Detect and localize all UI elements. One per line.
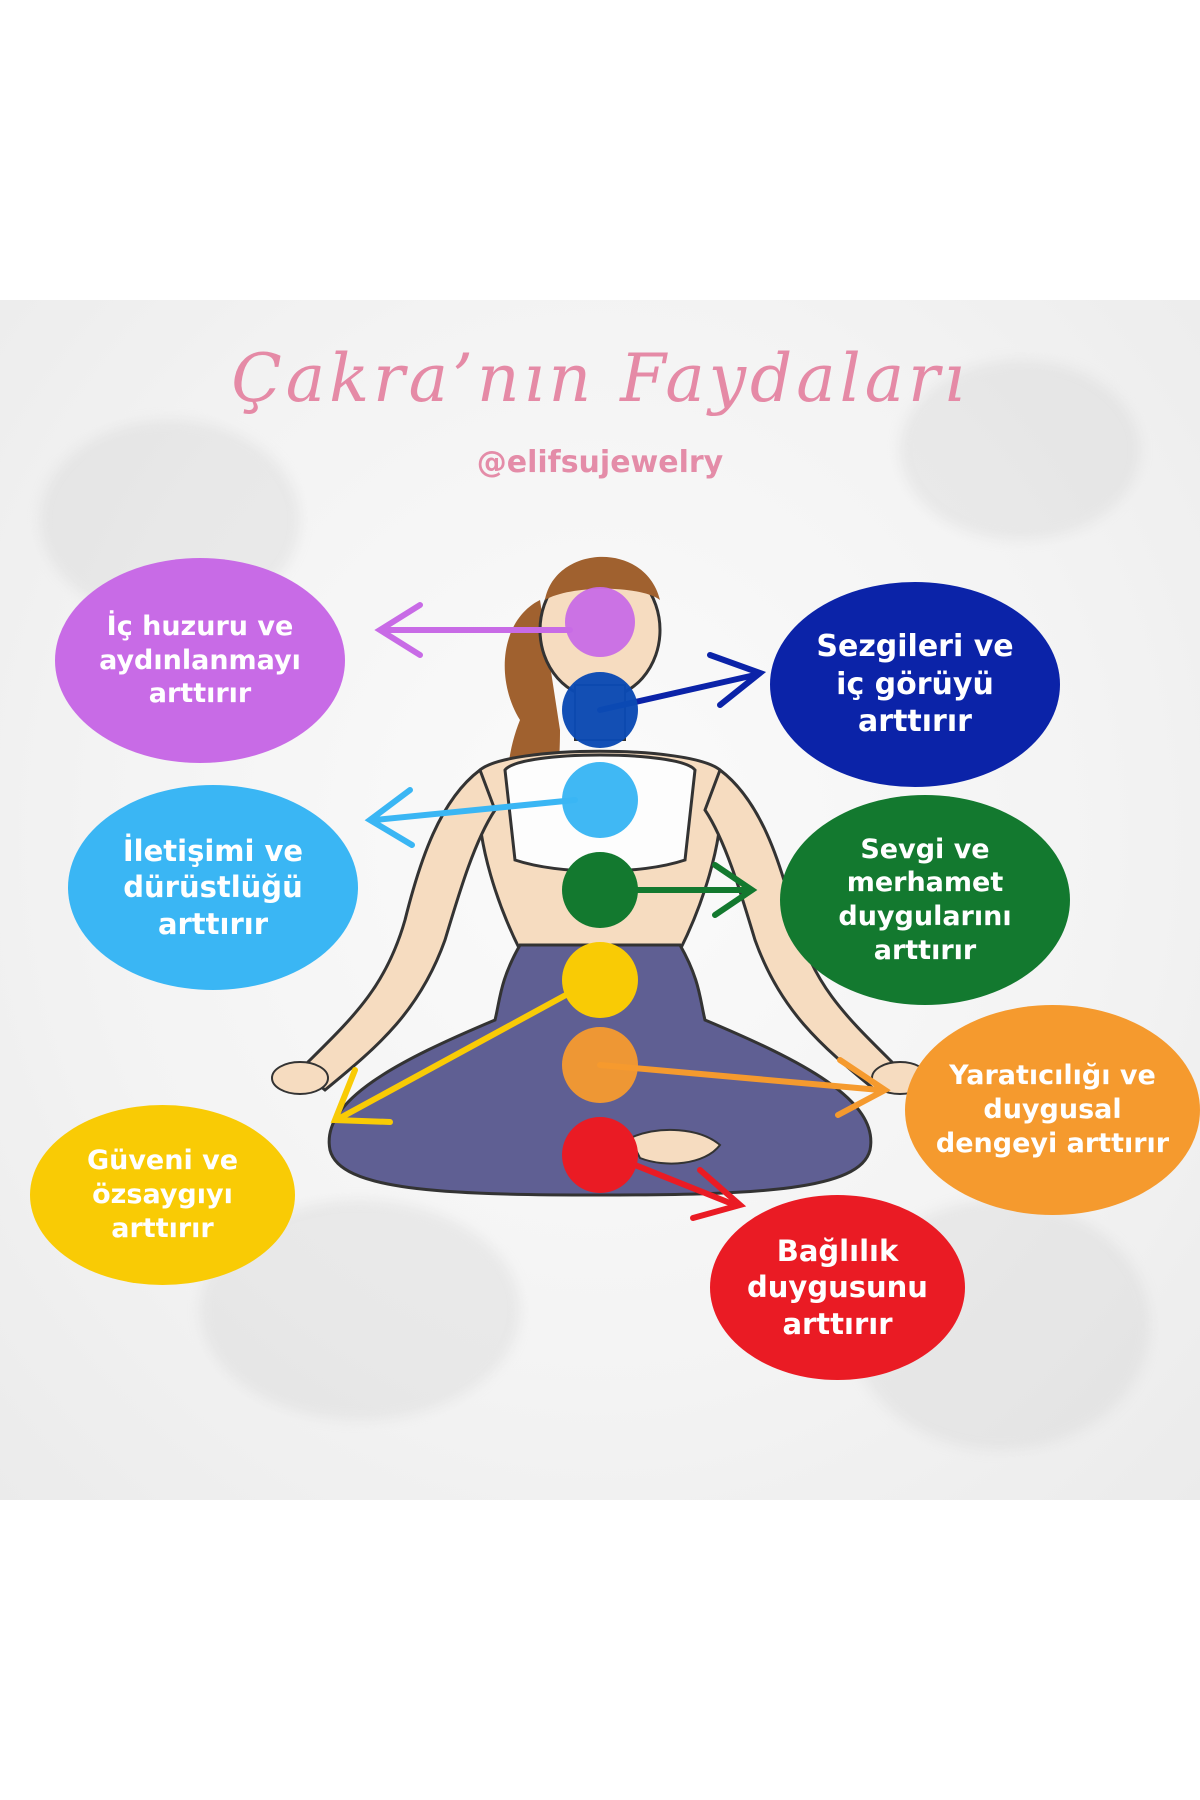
foot (628, 1128, 722, 1165)
bubble-throat-text: İletişimi ve dürüstlüğü arttırır (122, 834, 304, 941)
bubble-root-text: Bağlılık duygusunu arttırır (747, 1234, 928, 1341)
arrow-crown-head (374, 602, 423, 658)
arrow-throat (372, 797, 578, 823)
arrow-root-head (690, 1167, 747, 1221)
left-hand (271, 1061, 329, 1095)
social-handle: @elifsujewelry (476, 445, 724, 480)
chakra-throat-dot (562, 762, 638, 838)
bubble-crown: İç huzuru ve aydınlanmayı arttırır (55, 558, 345, 763)
bubble-crown-text: İç huzuru ve aydınlanmayı arttırır (99, 610, 301, 710)
arrow-throat-head (364, 787, 415, 848)
bubble-sacral: Yaratıcılığı ve duygusal dengeyi arttırı… (905, 1005, 1200, 1215)
chakra-sacral-dot (562, 1027, 638, 1103)
bubble-throat: İletişimi ve dürüstlüğü arttırır (68, 785, 358, 990)
bubble-solar-plexus: Güveni ve özsaygıyı arttırır (30, 1105, 295, 1285)
bubble-third-eye: Sezgileri ve iç görüyü arttırır (770, 582, 1060, 787)
chakra-crown-dot (565, 587, 635, 657)
meditating-figure (271, 556, 929, 1221)
chakra-root-dot (562, 1117, 638, 1193)
arrow-heart-head (712, 862, 758, 918)
infographic-card: Çakra’nın Faydaları @elifsujewelry (0, 300, 1200, 1500)
arrow-sacral (597, 1062, 883, 1093)
chakra-heart-dot (562, 852, 638, 928)
hair-top (545, 556, 660, 600)
bubble-root: Bağlılık duygusunu arttırır (710, 1195, 965, 1380)
background-texture (900, 360, 1140, 540)
chakra-solar-plexus-dot (562, 942, 638, 1018)
arrow-solar-plexus (337, 987, 578, 1121)
arrow-sacral-head (835, 1057, 891, 1118)
chakra-third-eye-dot (562, 672, 638, 748)
arrow-solar-plexus-head (330, 1067, 393, 1125)
bubble-sacral-text: Yaratıcılığı ve duygusal dengeyi arttırı… (935, 1060, 1170, 1159)
bubble-solar-plexus-text: Güveni ve özsaygıyı arttırır (86, 1145, 239, 1244)
bubble-heart: Sevgi ve merhamet duygularını arttırır (780, 795, 1070, 1005)
bubble-heart-text: Sevgi ve merhamet duygularını arttırır (838, 833, 1012, 966)
arrow-third-eye-head (707, 652, 767, 708)
page-title: Çakra’nın Faydaları (231, 340, 969, 417)
bubble-third-eye-text: Sezgileri ve iç görüyü arttırır (816, 629, 1014, 740)
